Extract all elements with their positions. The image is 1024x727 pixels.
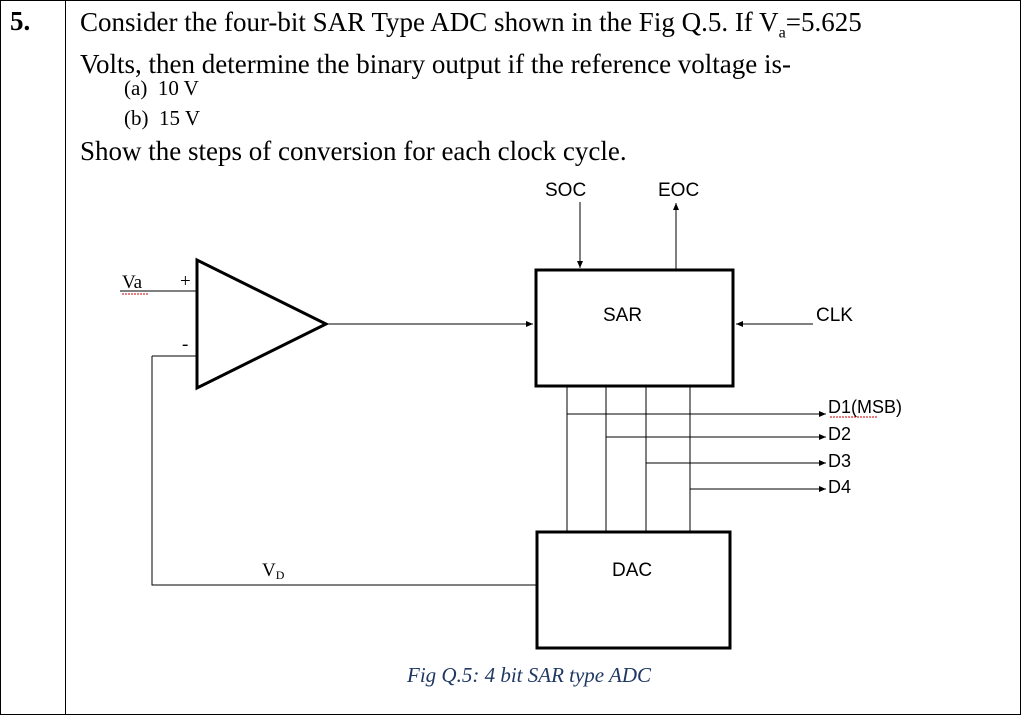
feedback-wire	[151, 356, 537, 586]
sar-label: SAR	[603, 305, 642, 326]
vd-label-sub: D	[276, 568, 285, 582]
option-b: (b) 15 V	[124, 106, 200, 131]
option-b-text: 15 V	[159, 106, 201, 130]
sar-block	[534, 268, 735, 388]
question-number: 5.	[10, 6, 31, 36]
output-d3-label: D3	[828, 451, 851, 471]
eoc-label: EOC	[658, 180, 699, 201]
soc-label: SOC	[545, 180, 586, 201]
va-label: Va	[122, 272, 143, 293]
option-a-marker: (a)	[124, 76, 148, 100]
question-number-cell	[0, 0, 66, 715]
plus-sign: +	[180, 271, 191, 292]
output-d1-label: D1(MSB)	[828, 397, 902, 417]
question-line1-prefix: Consider the four-bit SAR Type ADC shown…	[80, 7, 779, 37]
steps-instruction: Show the steps of conversion for each cl…	[80, 136, 627, 166]
question-line1-suffix: =5.625	[785, 7, 862, 37]
option-a: (a) 10 V	[124, 76, 199, 101]
question-line2: Volts, then determine the binary output …	[80, 49, 792, 80]
option-b-marker: (b)	[124, 106, 149, 130]
vd-label: VD	[262, 560, 285, 582]
va-subscript: a	[778, 23, 786, 42]
figure-caption: Fig Q.5: 4 bit SAR type ADC	[407, 663, 651, 687]
comparator-triangle	[195, 257, 330, 391]
dac-label: DAC	[612, 560, 652, 581]
option-a-text: 10 V	[157, 76, 199, 100]
question-text: Consider the four-bit SAR Type ADC shown…	[80, 6, 1015, 80]
dac-block	[535, 530, 732, 650]
clk-label: CLK	[816, 305, 853, 326]
output-d2-label: D2	[828, 424, 851, 444]
minus-sign: -	[182, 334, 188, 355]
vd-label-main: V	[262, 560, 276, 581]
output-d4-label: D4	[828, 477, 851, 497]
